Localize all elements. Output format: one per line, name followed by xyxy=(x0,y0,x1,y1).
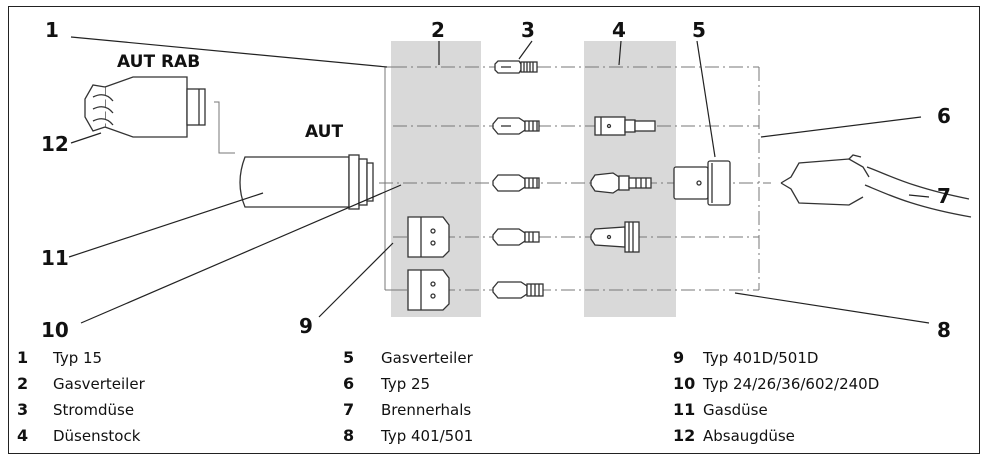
callout-6: 6 xyxy=(937,104,951,128)
legend-num: 8 xyxy=(343,426,355,445)
legend-item-11: 11 Gasdüse xyxy=(673,399,768,421)
legend-text: Typ 24/26/36/602/240D xyxy=(703,375,880,393)
legend-num: 9 xyxy=(673,348,685,367)
legend-item-6: 6 Typ 25 xyxy=(343,373,430,395)
callout-7: 7 xyxy=(937,184,951,208)
legend-item-5: 5 Gasverteiler xyxy=(343,347,473,369)
legend-text: Stromdüse xyxy=(53,401,135,419)
nozzle-holder-row3 xyxy=(590,172,652,194)
legend-item-7: 7 Brennerhals xyxy=(343,399,471,421)
legend-text: Typ 25 xyxy=(381,375,431,393)
exploded-parts-diagram: 1 2 3 4 5 6 7 8 9 10 11 12 AUT RAB AUT xyxy=(41,18,972,342)
callout-10: 10 xyxy=(41,318,69,342)
legend-num: 10 xyxy=(673,374,696,393)
legend-num: 11 xyxy=(673,400,696,419)
gas-distributor-row5 xyxy=(407,269,450,311)
legend-num: 12 xyxy=(673,426,696,445)
callout-1: 1 xyxy=(45,18,59,42)
legend-text: Gasverteiler xyxy=(381,349,473,367)
legend-text: Absaugdüse xyxy=(703,427,795,445)
legend-item-1: 1 Typ 15 xyxy=(17,347,102,369)
legend-num: 4 xyxy=(17,426,29,445)
legend-text: Typ 15 xyxy=(53,349,103,367)
leader-lines xyxy=(68,36,930,324)
center-lines xyxy=(379,66,771,291)
legend-num: 6 xyxy=(343,374,355,393)
callout-12: 12 xyxy=(41,132,69,156)
gas-distributor-5 xyxy=(673,160,731,206)
contact-tip-row4 xyxy=(492,228,540,246)
legend-text: Brennerhals xyxy=(381,401,472,419)
callout-5: 5 xyxy=(692,18,706,42)
legend-text: Gasverteiler xyxy=(53,375,145,393)
legend-text: Gasdüse xyxy=(703,401,768,419)
legend-text: Düsenstock xyxy=(53,427,141,445)
label-aut: AUT xyxy=(305,122,343,142)
legend-num: 3 xyxy=(17,400,29,419)
callout-8: 8 xyxy=(937,318,951,342)
legend: 1 Typ 15 2 Gasverteiler 3 Stromdüse 4 Dü… xyxy=(9,345,981,455)
contact-tip-typ15 xyxy=(494,60,538,74)
contact-tip-row3 xyxy=(492,174,540,192)
nozzle-holder-row4 xyxy=(590,221,640,253)
legend-item-12: 12 Absaugdüse xyxy=(673,425,795,447)
legend-text: Typ 401D/501D xyxy=(703,349,819,367)
legend-text: Typ 401/501 xyxy=(381,427,474,445)
torch-neck xyxy=(780,154,972,218)
legend-num: 2 xyxy=(17,374,29,393)
legend-num: 7 xyxy=(343,400,355,419)
suction-nozzle-aut-rab xyxy=(84,76,206,138)
legend-num: 1 xyxy=(17,348,29,367)
label-aut-rab: AUT RAB xyxy=(117,52,200,72)
legend-item-4: 4 Düsenstock xyxy=(17,425,140,447)
legend-item-9: 9 Typ 401D/501D xyxy=(673,347,818,369)
callout-4: 4 xyxy=(612,18,626,42)
legend-item-3: 3 Stromdüse xyxy=(17,399,134,421)
legend-item-10: 10 Typ 24/26/36/602/240D xyxy=(673,373,879,395)
nozzle-holder-typ25 xyxy=(594,116,656,136)
callout-9: 9 xyxy=(299,314,313,338)
legend-item-2: 2 Gasverteiler xyxy=(17,373,145,395)
gas-distributor-row4 xyxy=(407,216,450,258)
diagram-frame: 1 2 3 4 5 6 7 8 9 10 11 12 AUT RAB AUT 1… xyxy=(8,6,980,454)
gas-nozzle-aut xyxy=(239,154,374,210)
legend-item-8: 8 Typ 401/501 xyxy=(343,425,473,447)
connector-aut-rab xyxy=(214,101,235,154)
callout-3: 3 xyxy=(521,18,535,42)
legend-num: 5 xyxy=(343,348,355,367)
contact-tip-row5 xyxy=(492,281,544,299)
contact-tip-typ25 xyxy=(492,117,540,135)
callout-2: 2 xyxy=(431,18,445,42)
callout-11: 11 xyxy=(41,246,69,270)
